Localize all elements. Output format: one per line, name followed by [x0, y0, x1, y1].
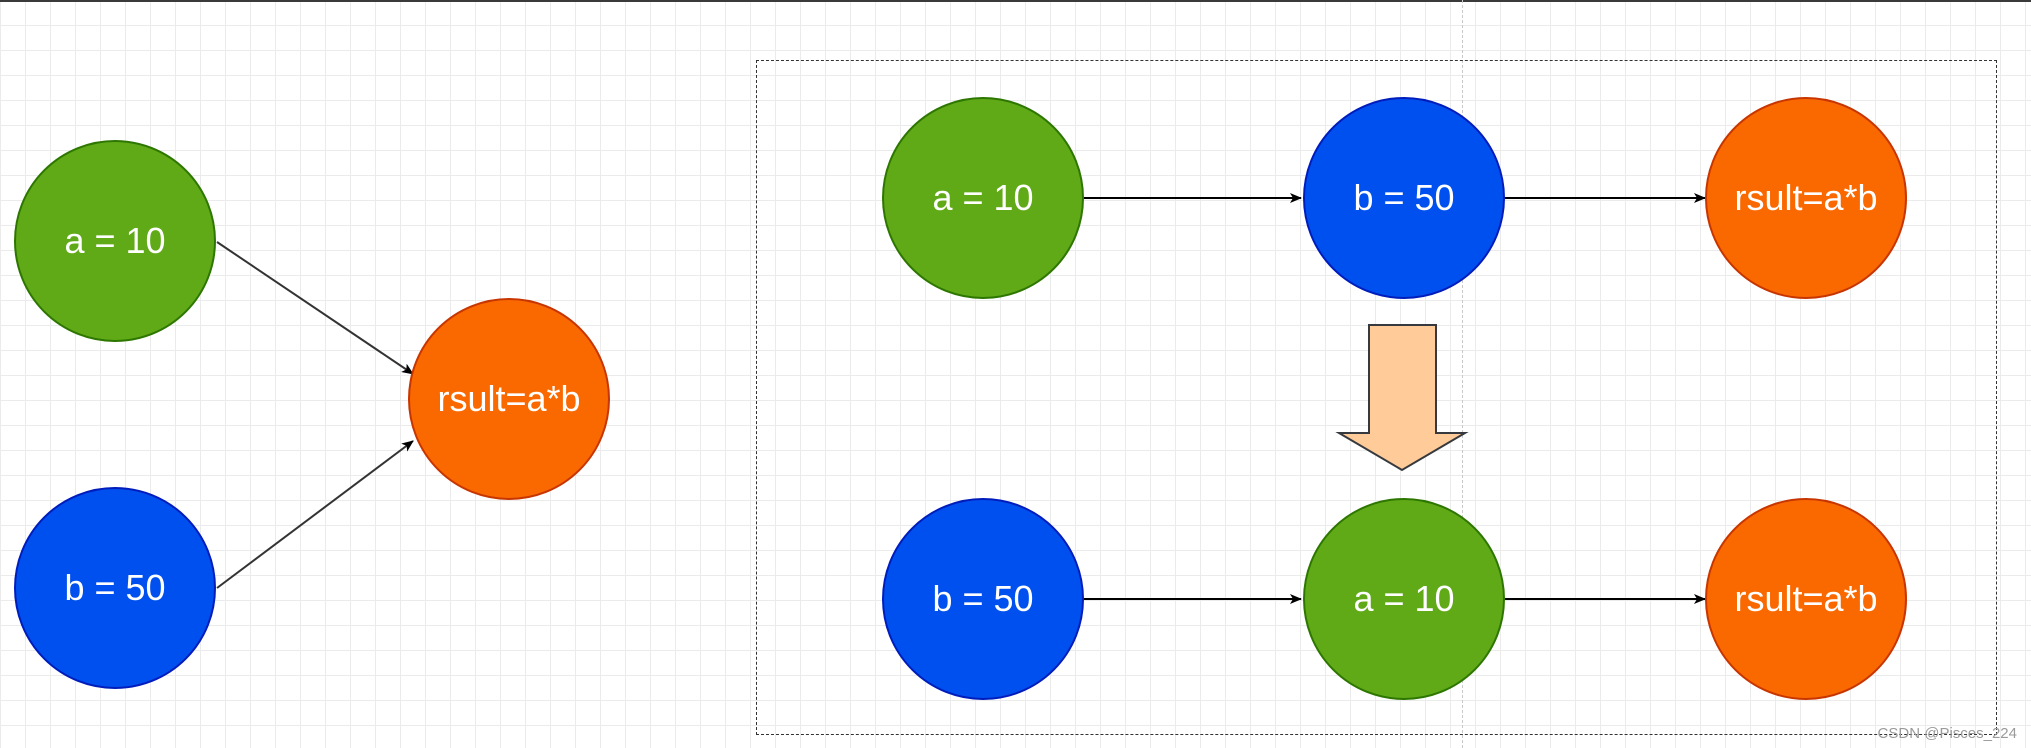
node-a-label: a = 10: [64, 220, 166, 261]
node-top-result[interactable]: rsult=a*b: [1705, 97, 1907, 299]
node-top-a[interactable]: a = 10: [882, 97, 1084, 299]
node-result[interactable]: rsult=a*b: [408, 298, 610, 500]
node-a[interactable]: a = 10: [14, 140, 216, 342]
node-b[interactable]: b = 50: [14, 487, 216, 689]
down-arrow-icon: [1335, 324, 1469, 472]
node-result-label: rsult=a*b: [437, 378, 581, 419]
guide-line: [1462, 0, 1463, 748]
node-bottom-result[interactable]: rsult=a*b: [1705, 498, 1907, 700]
node-bottom-b-label: b = 50: [932, 578, 1034, 619]
node-bottom-a-label: a = 10: [1353, 578, 1455, 619]
watermark: CSDN @Pisces_224: [1877, 725, 2017, 742]
node-top-result-label: rsult=a*b: [1734, 177, 1878, 218]
node-bottom-a[interactable]: a = 10: [1303, 498, 1505, 700]
node-top-a-label: a = 10: [932, 177, 1034, 218]
node-bottom-b[interactable]: b = 50: [882, 498, 1084, 700]
node-top-b-label: b = 50: [1353, 177, 1455, 218]
top-border: [0, 0, 2031, 2]
reorder-group-box: [756, 60, 1997, 735]
node-top-b[interactable]: b = 50: [1303, 97, 1505, 299]
edge-b-to-result: [216, 440, 414, 589]
node-b-label: b = 50: [64, 567, 166, 608]
node-bottom-result-label: rsult=a*b: [1734, 578, 1878, 619]
edge-a-to-result: [216, 241, 414, 375]
